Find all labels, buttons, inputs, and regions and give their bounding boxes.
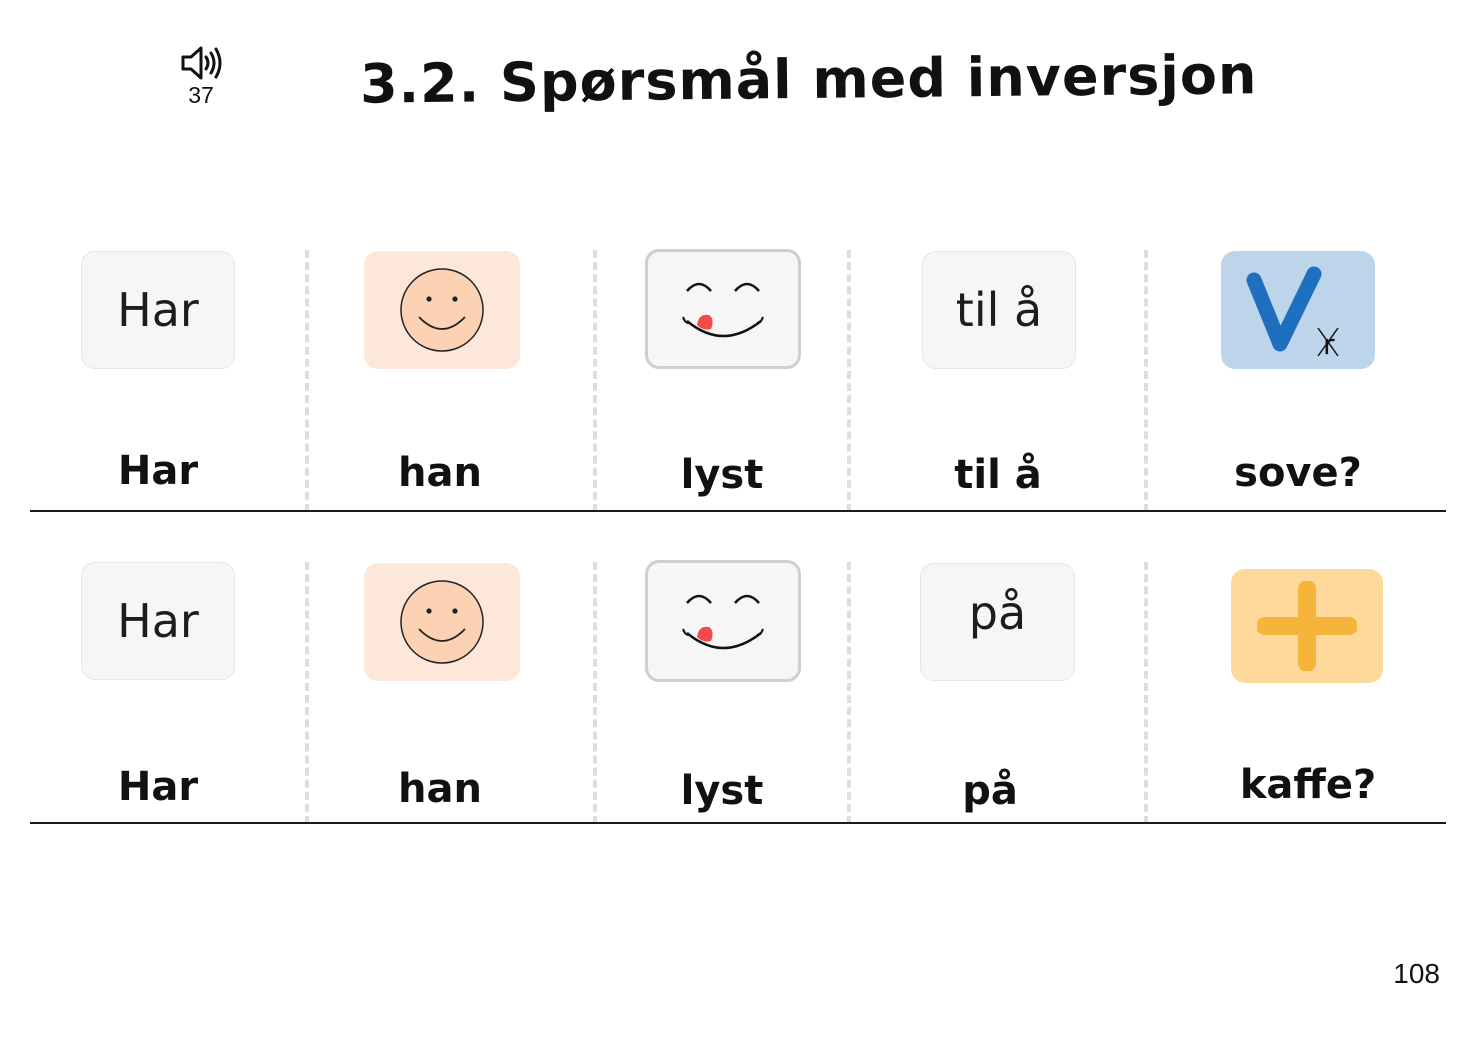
speaker-icon bbox=[181, 46, 222, 80]
card-label: på bbox=[968, 586, 1027, 640]
column-divider bbox=[1144, 250, 1148, 512]
column-divider bbox=[305, 562, 309, 824]
sentence-word: sove? bbox=[1234, 450, 1362, 496]
sentence-word: han bbox=[398, 766, 482, 812]
verb-suffix: r bbox=[1323, 328, 1335, 360]
smiley-face-icon bbox=[400, 268, 484, 352]
card-label: til å bbox=[955, 283, 1043, 337]
desire-card bbox=[645, 560, 801, 682]
sentence-word: lyst bbox=[680, 768, 764, 814]
word-card-til-a: til å bbox=[922, 251, 1076, 369]
word-card-pa: på bbox=[920, 563, 1075, 681]
sentence-row-2: Har på Har han lyst på kaffe? bbox=[0, 560, 1476, 828]
writing-line bbox=[30, 510, 1446, 512]
sentence-word: på bbox=[962, 768, 1018, 814]
column-divider bbox=[1144, 562, 1148, 824]
word-card-har: Har bbox=[81, 562, 235, 680]
card-label: Har bbox=[117, 283, 199, 337]
pronoun-card bbox=[364, 563, 520, 681]
verb-v-icon: r bbox=[1246, 266, 1339, 360]
column-divider bbox=[847, 250, 851, 512]
audio-button[interactable]: 37 bbox=[176, 44, 226, 108]
sentence-word: han bbox=[398, 450, 482, 496]
writing-line bbox=[30, 822, 1446, 824]
sentence-word: til å bbox=[954, 452, 1042, 498]
column-divider bbox=[305, 250, 309, 512]
column-divider bbox=[593, 250, 597, 512]
page-number: 108 bbox=[1393, 958, 1440, 989]
smiley-face-icon bbox=[400, 580, 484, 664]
verb-card: r bbox=[1221, 251, 1375, 369]
pronoun-card bbox=[364, 251, 520, 369]
object-card bbox=[1231, 569, 1383, 683]
sentence-word: lyst bbox=[680, 452, 764, 498]
column-divider bbox=[847, 562, 851, 824]
desire-card bbox=[645, 249, 801, 369]
word-card-har: Har bbox=[81, 251, 235, 369]
yummy-face-icon bbox=[682, 282, 764, 338]
yummy-face-icon bbox=[682, 594, 764, 650]
sentence-word: Har bbox=[117, 448, 199, 494]
card-label: Har bbox=[117, 594, 199, 648]
sentence-row-1: Har til å r Har han lyst til å bbox=[0, 248, 1476, 516]
plus-icon bbox=[1257, 581, 1357, 671]
audio-track-number: 37 bbox=[188, 82, 214, 108]
sentence-word: kaffe? bbox=[1239, 762, 1377, 808]
column-divider bbox=[593, 562, 597, 824]
page-title: 3.2. Spørsmål med inversjon bbox=[359, 43, 1258, 116]
sentence-word: Har bbox=[117, 764, 199, 810]
